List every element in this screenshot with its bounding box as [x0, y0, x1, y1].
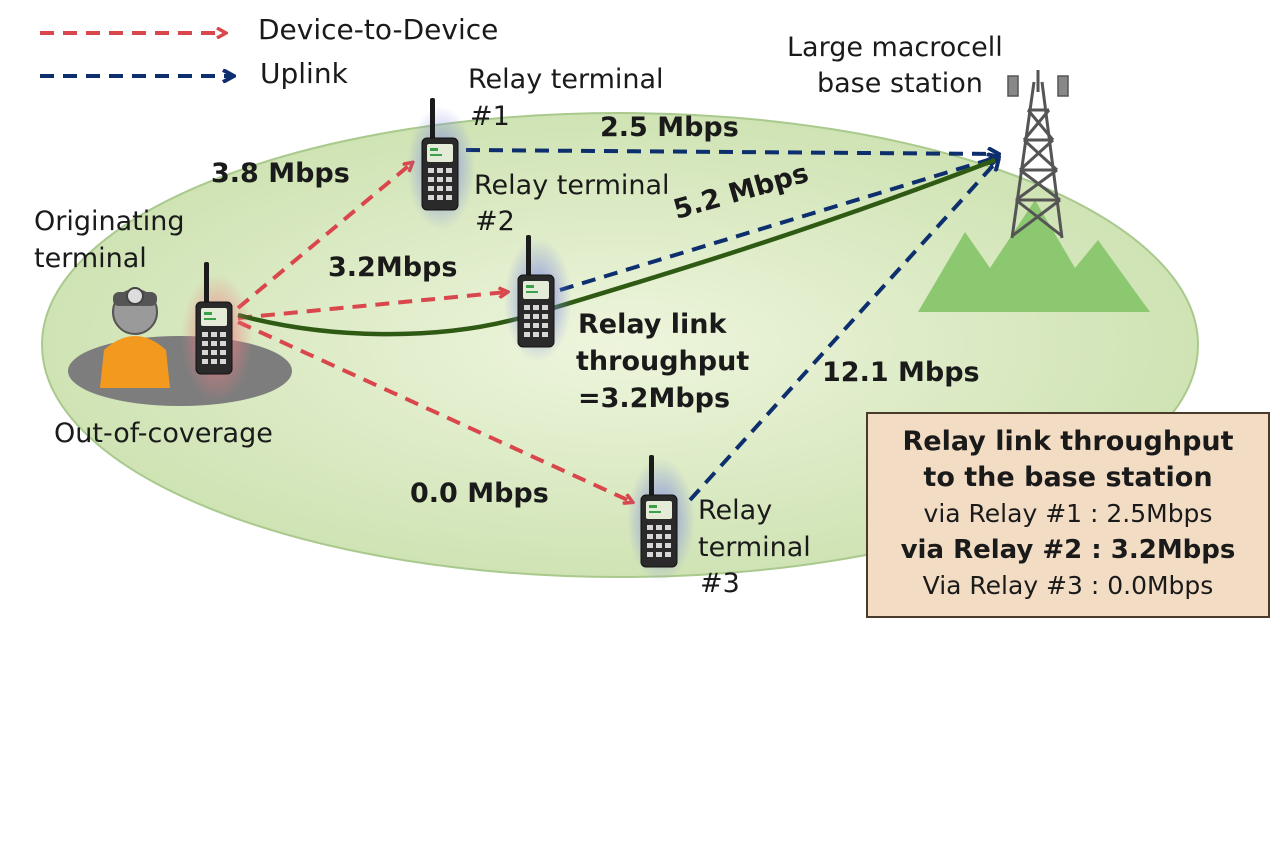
- mountain-icon: [918, 200, 1150, 312]
- rate-d2d-relay1: 3.8 Mbps: [211, 158, 350, 189]
- summary-title-line2: to the base station: [923, 462, 1213, 493]
- d2d-link-relay1: [236, 163, 412, 310]
- originating-label-line2: terminal: [34, 243, 147, 274]
- base-station-label-line2: base station: [817, 68, 983, 99]
- legend-uplink-label: Uplink: [260, 57, 348, 90]
- base-station-tower-icon: [1007, 70, 1069, 239]
- relay-phone-icon: [627, 454, 695, 582]
- relay-phone-icon: [407, 97, 475, 230]
- uplink-relay2: [559, 157, 998, 292]
- out-of-coverage-label: Out-of-coverage: [54, 418, 273, 449]
- relay3-label-line1: Relay: [698, 495, 773, 526]
- summary-row-relay2: via Relay #2 : 3.2Mbps: [900, 535, 1236, 565]
- originating-label-line1: Originating: [34, 206, 185, 237]
- rate-d2d-relay3: 0.0 Mbps: [410, 478, 549, 509]
- rate-d2d-relay2: 3.2Mbps: [328, 252, 458, 283]
- relay-link-label-line2: throughput: [576, 346, 750, 377]
- out-of-coverage-area: [68, 336, 292, 406]
- rate-uplink-relay3: 12.1 Mbps: [822, 357, 980, 388]
- person-icon: [100, 287, 170, 388]
- summary-row-relay3: Via Relay #3 : 0.0Mbps: [922, 571, 1214, 600]
- summary-title-line1: Relay link throughput: [902, 426, 1234, 457]
- summary-box: Relay link throughput to the base statio…: [866, 412, 1270, 618]
- relay1-label-line1: Relay terminal: [468, 64, 664, 95]
- relay-link-label-line3: =3.2Mbps: [578, 383, 731, 414]
- relay2-label-line1: Relay terminal: [474, 170, 670, 201]
- relay-phone-icon: [504, 234, 572, 362]
- relay3-label-line2: terminal: [698, 532, 811, 563]
- base-station-label-line1: Large macrocell: [787, 32, 1003, 63]
- originating-phone-icon: [181, 261, 253, 402]
- relay2-label-line2: #2: [475, 206, 515, 237]
- relay3-label-line3: #3: [700, 568, 740, 599]
- d2d-link-relay3: [237, 320, 632, 502]
- uplink-relay1: [465, 150, 998, 154]
- legend-d2d-label: Device-to-Device: [258, 13, 499, 46]
- summary-row-relay1: via Relay #1 : 2.5Mbps: [923, 499, 1213, 528]
- uplink-relay3: [688, 160, 998, 502]
- rate-uplink-relay1: 2.5 Mbps: [600, 112, 739, 143]
- relay-link-label-line1: Relay link: [578, 309, 727, 340]
- relay1-label-line2: #1: [470, 101, 510, 132]
